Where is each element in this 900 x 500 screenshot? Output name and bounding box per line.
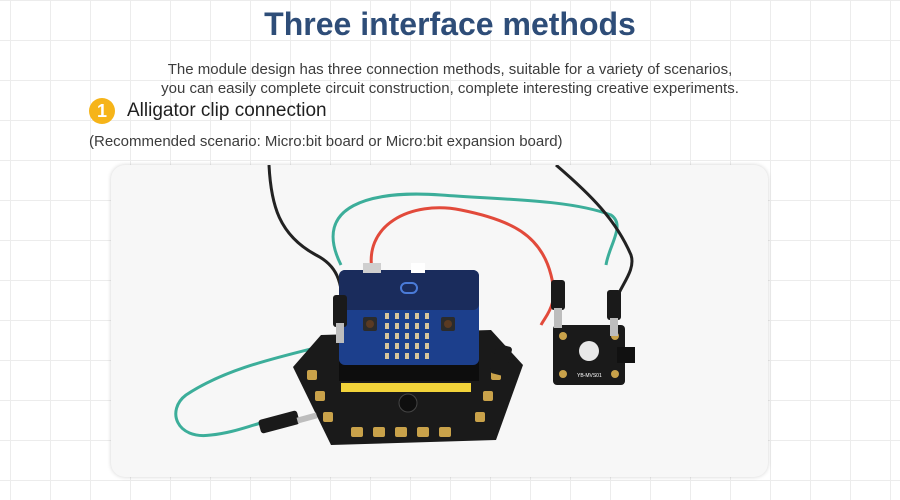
green-wire-top [331, 192, 619, 266]
step-number-badge: 1 [89, 98, 115, 124]
green-wire-bottom [174, 338, 347, 437]
microbit-logo [400, 282, 418, 294]
edge-connector-slot [339, 361, 479, 381]
circuit-illustration: YB-MVS01 [174, 165, 635, 445]
intro-line-1: The module design has three connection m… [167, 61, 733, 78]
sensor-clip-left [551, 280, 565, 328]
expansion-board-pads [307, 370, 501, 437]
intro-text: The module design has three connection m… [0, 60, 900, 98]
black-wire-right [555, 165, 634, 301]
alligator-clip-right [490, 344, 512, 376]
step-heading: 1 Alligator clip connection [89, 96, 327, 126]
product-photo: YB-MVS01 [111, 165, 768, 477]
sensor-lens [579, 341, 599, 361]
alligator-clip-bottom [258, 410, 318, 434]
microbit-dark-panel [339, 270, 479, 310]
sensor-clip-right [607, 290, 621, 336]
intro-line-2: you can easily complete circuit construc… [161, 80, 739, 97]
led-matrix [385, 313, 429, 359]
usb-connector [363, 263, 381, 273]
battery-connector [411, 263, 425, 273]
scenario-note: (Recommended scenario: Micro:bit board o… [89, 133, 563, 150]
step-label: Alligator clip connection [127, 100, 327, 121]
page-title: Three interface methods [264, 6, 636, 42]
buzzer [398, 393, 418, 413]
alligator-clip-left [333, 295, 347, 343]
sensor-module-label: YB-MVS01 [577, 373, 602, 379]
yellow-pin-header [341, 383, 471, 392]
